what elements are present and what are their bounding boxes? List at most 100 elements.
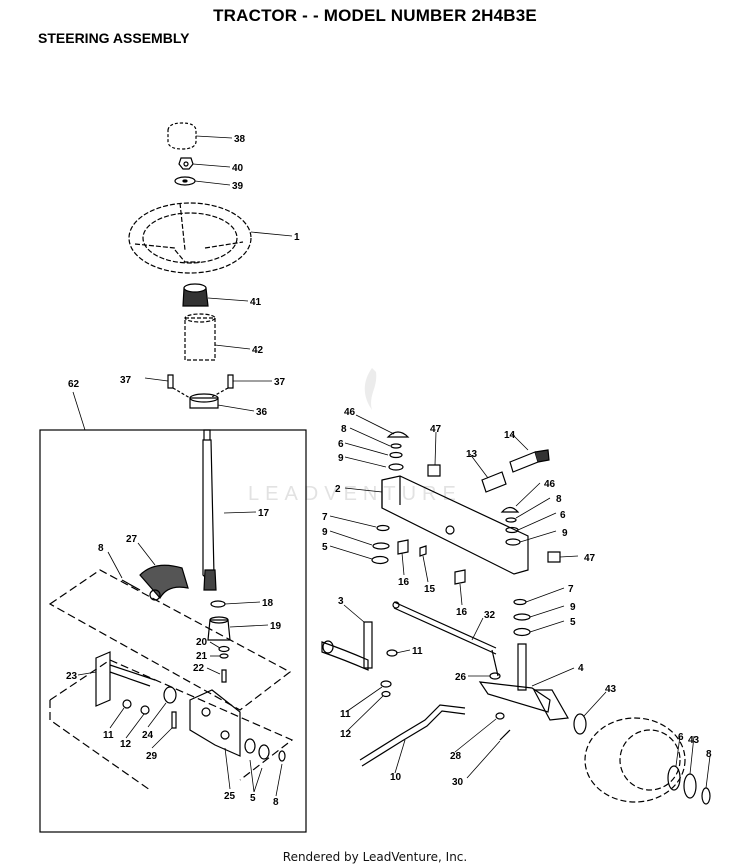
cap-46b bbox=[500, 506, 520, 513]
callout-5-left: 5 bbox=[250, 793, 256, 804]
washer-18 bbox=[210, 600, 226, 608]
callout-9-right: 9 bbox=[562, 528, 568, 539]
callout-21: 21 bbox=[196, 651, 208, 662]
callout-16-left: 16 bbox=[398, 577, 410, 588]
washers-6-43-8 bbox=[667, 765, 711, 805]
washers-5-8 bbox=[244, 738, 286, 762]
steering-shaft-17 bbox=[202, 429, 217, 591]
callout-10: 10 bbox=[390, 772, 402, 783]
callout-7-right: 7 bbox=[568, 584, 574, 595]
plate-25 bbox=[189, 689, 241, 757]
drag-link-10 bbox=[359, 704, 466, 767]
bolt-47a bbox=[427, 464, 441, 477]
callout-8-gear: 8 bbox=[98, 543, 104, 554]
washer-26 bbox=[489, 672, 501, 680]
callout-26: 26 bbox=[455, 672, 467, 683]
section-subtitle: STEERING ASSEMBLY bbox=[38, 30, 190, 46]
bolt-14 bbox=[509, 449, 550, 473]
watermark: LEADVENTURE bbox=[248, 368, 456, 505]
flame-icon bbox=[364, 368, 377, 410]
callout-9-top: 9 bbox=[338, 453, 344, 464]
washer-11-12 bbox=[122, 699, 150, 715]
bolt-47b bbox=[547, 551, 561, 563]
parts-28-30 bbox=[495, 712, 511, 741]
callout-15: 15 bbox=[424, 584, 436, 595]
callout-19: 19 bbox=[270, 621, 282, 632]
callout-14: 14 bbox=[504, 430, 516, 441]
callout-47-top: 47 bbox=[430, 424, 442, 435]
washers-8-6-9a bbox=[388, 443, 404, 471]
callout-17: 17 bbox=[258, 508, 270, 519]
steering-wheel-1 bbox=[128, 202, 252, 274]
callout-12-lower: 12 bbox=[340, 729, 352, 740]
callout-18: 18 bbox=[262, 598, 274, 609]
page-title: TRACTOR - - MODEL NUMBER 2H4B3E bbox=[213, 6, 537, 25]
callout-16-right: 16 bbox=[456, 607, 468, 618]
callout-6-wheel: 6 bbox=[678, 732, 684, 743]
washers-7-9-5a bbox=[371, 524, 390, 565]
callout-46-top: 46 bbox=[344, 407, 356, 418]
tie-rod-32 bbox=[392, 601, 499, 677]
callout-28: 28 bbox=[450, 751, 462, 762]
spacer-42 bbox=[184, 313, 216, 361]
callout-25: 25 bbox=[224, 791, 236, 802]
callout-43-wheel: 43 bbox=[688, 735, 700, 746]
callout-29: 29 bbox=[146, 751, 158, 762]
callout-32: 32 bbox=[484, 610, 496, 621]
callout-20: 20 bbox=[196, 637, 208, 648]
callout-8-top: 8 bbox=[341, 424, 347, 435]
callout-8-wheel: 8 bbox=[706, 749, 712, 760]
callout-8-left: 8 bbox=[273, 797, 279, 808]
callout-11-right: 11 bbox=[412, 646, 423, 657]
callout-13: 13 bbox=[466, 449, 478, 460]
washers-11-12 bbox=[380, 649, 398, 698]
bolt-29 bbox=[171, 711, 177, 729]
cap-46a bbox=[386, 431, 410, 438]
callout-40: 40 bbox=[232, 163, 244, 174]
pinion-19 bbox=[207, 616, 231, 641]
callout-47-right: 47 bbox=[584, 553, 596, 564]
wheel bbox=[584, 717, 686, 803]
washers-20-22 bbox=[218, 645, 230, 683]
callout-2: 2 bbox=[335, 484, 341, 495]
callout-22: 22 bbox=[193, 663, 205, 674]
callout-37-right: 37 bbox=[274, 377, 286, 388]
bushing-36 bbox=[189, 393, 219, 409]
callout-24: 24 bbox=[142, 730, 154, 741]
callout-42: 42 bbox=[252, 345, 264, 356]
callout-11-lower: 11 bbox=[340, 709, 351, 720]
callout-23: 23 bbox=[66, 671, 78, 682]
axle-beam-2 bbox=[381, 475, 529, 575]
callout-27: 27 bbox=[126, 534, 138, 545]
callout-9-lower: 9 bbox=[570, 602, 576, 613]
callout-11-left: 11 bbox=[103, 730, 114, 741]
alignment-lines bbox=[48, 569, 294, 791]
callout-5-mid: 5 bbox=[322, 542, 328, 553]
callout-46-right: 46 bbox=[544, 479, 556, 490]
callout-7-left: 7 bbox=[322, 512, 328, 523]
callout-1: 1 bbox=[294, 232, 300, 243]
callout-43-upper: 43 bbox=[605, 684, 617, 695]
callout-38: 38 bbox=[234, 134, 246, 145]
cap-38 bbox=[167, 122, 197, 150]
bracket-23 bbox=[95, 651, 156, 707]
assembly-box-62 bbox=[39, 429, 307, 833]
callout-6-top: 6 bbox=[338, 439, 344, 450]
spacer-13 bbox=[481, 471, 507, 493]
nut-40 bbox=[178, 157, 194, 170]
callout-5-right: 5 bbox=[570, 617, 576, 628]
callout-62: 62 bbox=[68, 379, 80, 390]
pins-16-15 bbox=[397, 539, 466, 585]
washers-8-6-9b bbox=[505, 517, 521, 546]
washer-43a bbox=[573, 713, 587, 735]
footer-credit: Rendered by LeadVenture, Inc. bbox=[282, 850, 468, 864]
callout-30: 30 bbox=[452, 777, 464, 788]
callout-37-left: 37 bbox=[120, 375, 132, 386]
bolts-37 bbox=[167, 374, 234, 399]
callout-36: 36 bbox=[256, 407, 268, 418]
spindle-3 bbox=[321, 621, 373, 671]
callout-labels: 38 40 39 1 41 42 37 37 36 62 17 27 8 18 … bbox=[66, 134, 712, 808]
callout-6-right: 6 bbox=[560, 510, 566, 521]
washer-39 bbox=[174, 176, 196, 186]
